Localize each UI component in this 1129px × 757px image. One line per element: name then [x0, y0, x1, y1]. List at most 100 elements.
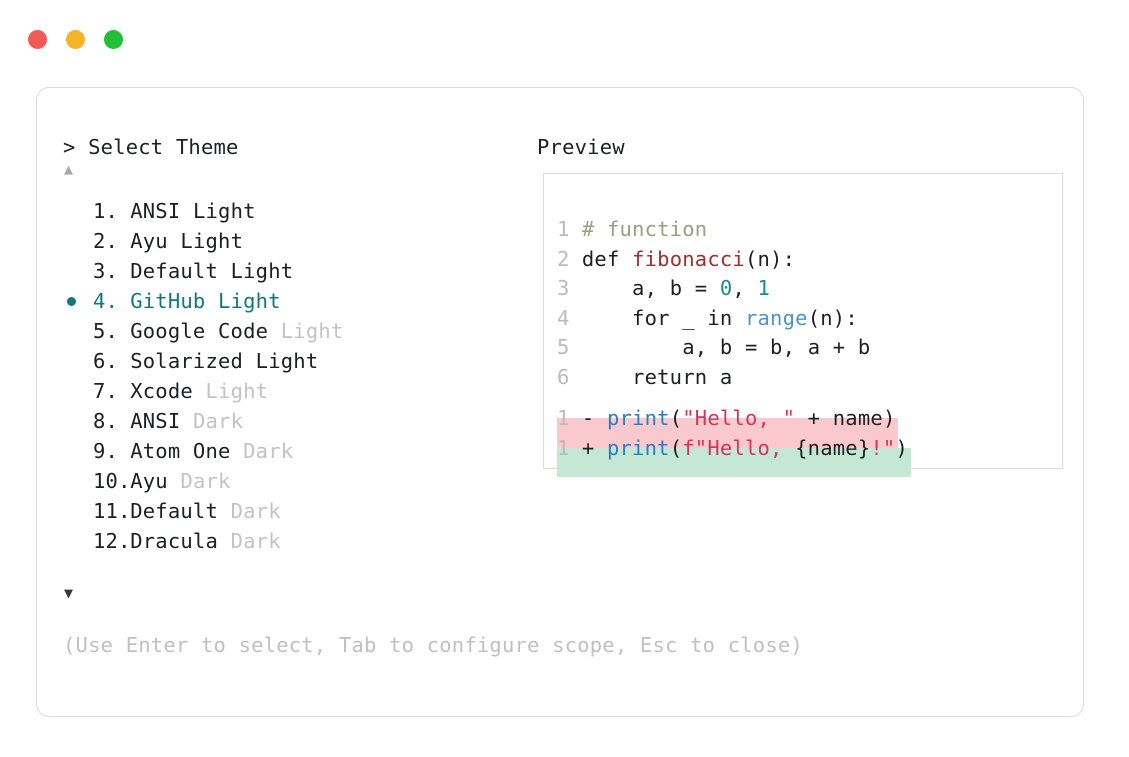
code-punct: + [807, 406, 821, 430]
diff-line-wrapper: 1 - print("Hello, " + name) [557, 408, 1062, 448]
theme-option-variant: Dark [243, 439, 294, 463]
code-line: 2 def fibonacci(n): [557, 245, 1062, 275]
theme-option-index: 5. [93, 319, 119, 343]
theme-option-index: 7. [93, 379, 119, 403]
theme-option-text: 12. Dracula Dark [93, 526, 281, 556]
theme-option-row[interactable]: 1. ANSI Light [63, 196, 503, 226]
theme-option-variant: Dark [180, 469, 231, 493]
theme-option-row[interactable]: 9. Atom One Dark [63, 436, 503, 466]
code-keyword: for [632, 305, 670, 330]
code-punct: , [644, 276, 658, 300]
scroll-down-arrow-icon[interactable]: ▼ [64, 584, 74, 602]
diff-marker: + [581, 435, 595, 460]
code-line-number: 6 [557, 364, 570, 389]
code-keyword: in [707, 305, 733, 330]
theme-option-name: Dracula [130, 529, 219, 553]
theme-option-variant: Light [180, 229, 244, 253]
theme-option-variant: Dark [230, 499, 281, 523]
theme-option-index: 12. [93, 529, 131, 553]
theme-option-text: 10. Ayu Dark [93, 466, 231, 496]
close-window-button[interactable] [28, 30, 47, 49]
theme-option-row[interactable]: 4. GitHub Light [63, 286, 503, 316]
theme-option-text: 11. Default Dark [93, 496, 281, 526]
theme-option-row[interactable]: 12. Dracula Dark [63, 526, 503, 556]
select-theme-prompt-label: > Select Theme [63, 135, 239, 159]
code-string: f"Hello, [682, 435, 796, 460]
theme-option-row[interactable]: 6. Solarized Light [63, 346, 503, 376]
theme-option-text: 8. ANSI Dark [93, 406, 243, 436]
theme-option-text: 4. GitHub Light [93, 286, 281, 316]
theme-option-variant: Dark [230, 529, 281, 553]
code-punct: ( [669, 435, 683, 460]
code-line: 5 a, b = b, a + b [557, 333, 1062, 363]
code-punct: ( [669, 406, 683, 430]
theme-option-variant: Light [205, 379, 269, 403]
code-number: 0 [719, 276, 733, 300]
code-punct: = [744, 335, 758, 359]
theme-option-variant: Light [230, 259, 294, 283]
theme-option-row[interactable]: 7. Xcode Light [63, 376, 503, 406]
code-line-number: 4 [557, 305, 570, 330]
theme-picker-body: > Select Theme Preview ▲ ▼ 1. ANSI Light… [37, 88, 1083, 716]
code-string: !" [870, 435, 896, 460]
diff-added-line: 1 + print(f"Hello, {name}!") [557, 437, 912, 477]
selected-indicator-dot [67, 297, 76, 306]
code-identifier: a [632, 276, 645, 300]
code-identifier: b [770, 335, 783, 359]
theme-option-index: 2. [93, 229, 119, 253]
theme-option-index: 6. [93, 349, 119, 373]
code-builtin: range [744, 305, 808, 330]
code-identifier: _ [682, 305, 695, 330]
code-punct: ) [895, 435, 909, 460]
code-identifier: a [807, 335, 821, 359]
theme-option-text: 6. Solarized Light [93, 346, 318, 376]
code-punct: , [694, 335, 708, 359]
theme-option-index: 8. [93, 409, 119, 433]
theme-option-name: Atom One [130, 439, 231, 463]
theme-option-text: 2. Ayu Light [93, 226, 243, 256]
window-traffic-lights [28, 30, 123, 49]
theme-option-name: Xcode [130, 379, 193, 403]
code-identifier: b [719, 335, 733, 359]
code-identifier: n [820, 305, 833, 330]
theme-option-text: 9. Atom One Dark [93, 436, 293, 466]
diff-removed-line: 1 - print("Hello, " + name) [557, 408, 899, 448]
code-punct: + [832, 335, 846, 359]
theme-option-name: Ayu [130, 229, 168, 253]
code-identifier: b [669, 276, 683, 300]
code-function-name: fibonacci [632, 246, 745, 271]
code-line: 4 for _ in range(n): [557, 304, 1062, 334]
theme-option-variant: Dark [192, 409, 244, 433]
theme-option-text: 1. ANSI Light [93, 196, 256, 226]
theme-option-row[interactable]: 10. Ayu Dark [63, 466, 503, 496]
theme-option-row[interactable]: 2. Ayu Light [63, 226, 503, 256]
code-identifier: n [757, 246, 771, 271]
code-call: print [606, 435, 670, 460]
maximize-window-button[interactable] [104, 30, 123, 49]
code-keyword: def [581, 246, 620, 271]
theme-option-row[interactable]: 5. Google Code Light [63, 316, 503, 346]
code-line: 6 return a [557, 363, 1062, 393]
scroll-up-arrow-icon[interactable]: ▲ [64, 160, 74, 178]
code-punct: ) [882, 406, 896, 430]
theme-option-row[interactable]: 11. Default Dark [63, 496, 503, 526]
code-line-number: 3 [557, 276, 570, 300]
code-keyword: return [632, 364, 708, 389]
code-punct: ) [832, 305, 846, 330]
minimize-window-button[interactable] [66, 30, 85, 49]
theme-option-row[interactable]: 8. ANSI Dark [63, 406, 503, 436]
code-line-number: 1 [557, 217, 570, 241]
theme-option-row[interactable]: 3. Default Light [63, 256, 503, 286]
code-line: 1 # function [557, 215, 1062, 245]
code-punct: = [694, 276, 708, 300]
code-identifier: name [832, 406, 883, 430]
theme-option-variant: Light [192, 199, 256, 223]
code-identifier: a [682, 335, 695, 359]
theme-option-index: 11. [93, 499, 131, 523]
theme-picker-card: > Select Theme Preview ▲ ▼ 1. ANSI Light… [36, 87, 1084, 717]
code-line: 3 a, b = 0, 1 [557, 274, 1062, 304]
keyboard-hint-text: (Use Enter to select, Tab to configure s… [63, 633, 803, 657]
